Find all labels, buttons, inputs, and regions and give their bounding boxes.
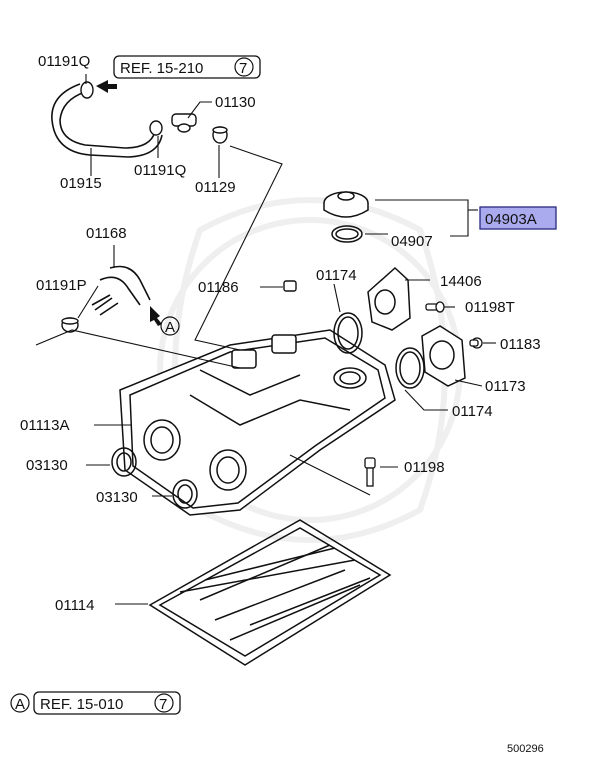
marker-a-bottom: A (15, 696, 25, 713)
callout-01173: 01173 (485, 378, 526, 395)
hose-clamp-01191q-top[interactable] (80, 81, 94, 99)
callout-14406: 14406 (440, 273, 482, 290)
hose-clamp-01191q-mid[interactable] (149, 120, 163, 136)
ref-top-box (113, 55, 261, 79)
arrow-to-marker-a (150, 306, 162, 326)
seal-03130-a[interactable] (111, 447, 137, 477)
callout-01174-bottom: 01174 (452, 403, 493, 420)
breather-hose-01915[interactable] (51, 83, 163, 158)
leader-lines (35, 74, 496, 605)
ref-top-number-circle (234, 57, 254, 77)
ref-bottom-number: 7 (159, 696, 167, 713)
ref-top-label[interactable]: REF. 15-210 (120, 60, 203, 77)
callout-04903a[interactable]: 04903A (485, 211, 537, 228)
marker-a-mid-circle (160, 316, 180, 336)
oring-01174-top[interactable] (333, 312, 363, 354)
diagram-code: 500296 (507, 743, 544, 755)
ref-bottom-label[interactable]: REF. 15-010 (40, 696, 123, 713)
callout-01915: 01915 (60, 175, 102, 192)
ref-top-number: 7 (239, 60, 247, 77)
oring-01174-bottom[interactable] (395, 347, 425, 389)
rocker-cover-01113a[interactable] (119, 329, 396, 516)
callout-01191q-mid: 01191Q (134, 162, 186, 179)
callout-01198t: 01198T (465, 299, 515, 316)
ref-bottom-number-circle (154, 693, 174, 713)
callout-01186: 01186 (198, 279, 239, 296)
callout-03130-a: 03130 (26, 457, 68, 474)
callout-03130-b: 03130 (96, 489, 138, 506)
callout-01191p: 01191P (36, 277, 87, 294)
callout-01114: 01114 (55, 597, 95, 614)
gasket-04907[interactable] (331, 225, 363, 243)
callout-04907: 04907 (391, 233, 433, 250)
bolt-01186[interactable] (283, 280, 297, 292)
ref-bottom-box (33, 691, 181, 715)
callout-01129: 01129 (195, 179, 236, 196)
callout-01174-top: 01174 (316, 267, 357, 284)
cam-sensor-14406[interactable] (367, 266, 411, 331)
callout-01113a: 01113A (20, 417, 70, 434)
callout-01168: 01168 (86, 225, 127, 242)
marker-a-bottom-circle (10, 693, 30, 713)
marker-a-mid: A (165, 319, 175, 336)
seal-03130-b[interactable] (172, 479, 198, 509)
cover-01173[interactable] (421, 325, 466, 387)
cover-gasket-01114[interactable] (148, 519, 392, 666)
callout-01130: 01130 (215, 94, 256, 111)
callout-01191q-top: 01191Q (38, 53, 90, 70)
hose-clamp-01191p[interactable] (61, 317, 79, 333)
callout-01198: 01198 (404, 459, 445, 476)
bolt-01198t[interactable] (425, 301, 445, 313)
grommet-01129[interactable] (212, 126, 228, 144)
callout-04903a-highlight (479, 206, 557, 230)
bolt-01183[interactable] (469, 337, 483, 349)
pcv-valve-01130[interactable] (171, 113, 197, 133)
arrow-to-ref-top (96, 80, 117, 93)
hose-01168[interactable] (91, 265, 151, 316)
oil-filler-cap-04903a[interactable] (323, 191, 369, 218)
callout-01183: 01183 (500, 336, 541, 353)
bolt-01198[interactable] (364, 457, 376, 487)
